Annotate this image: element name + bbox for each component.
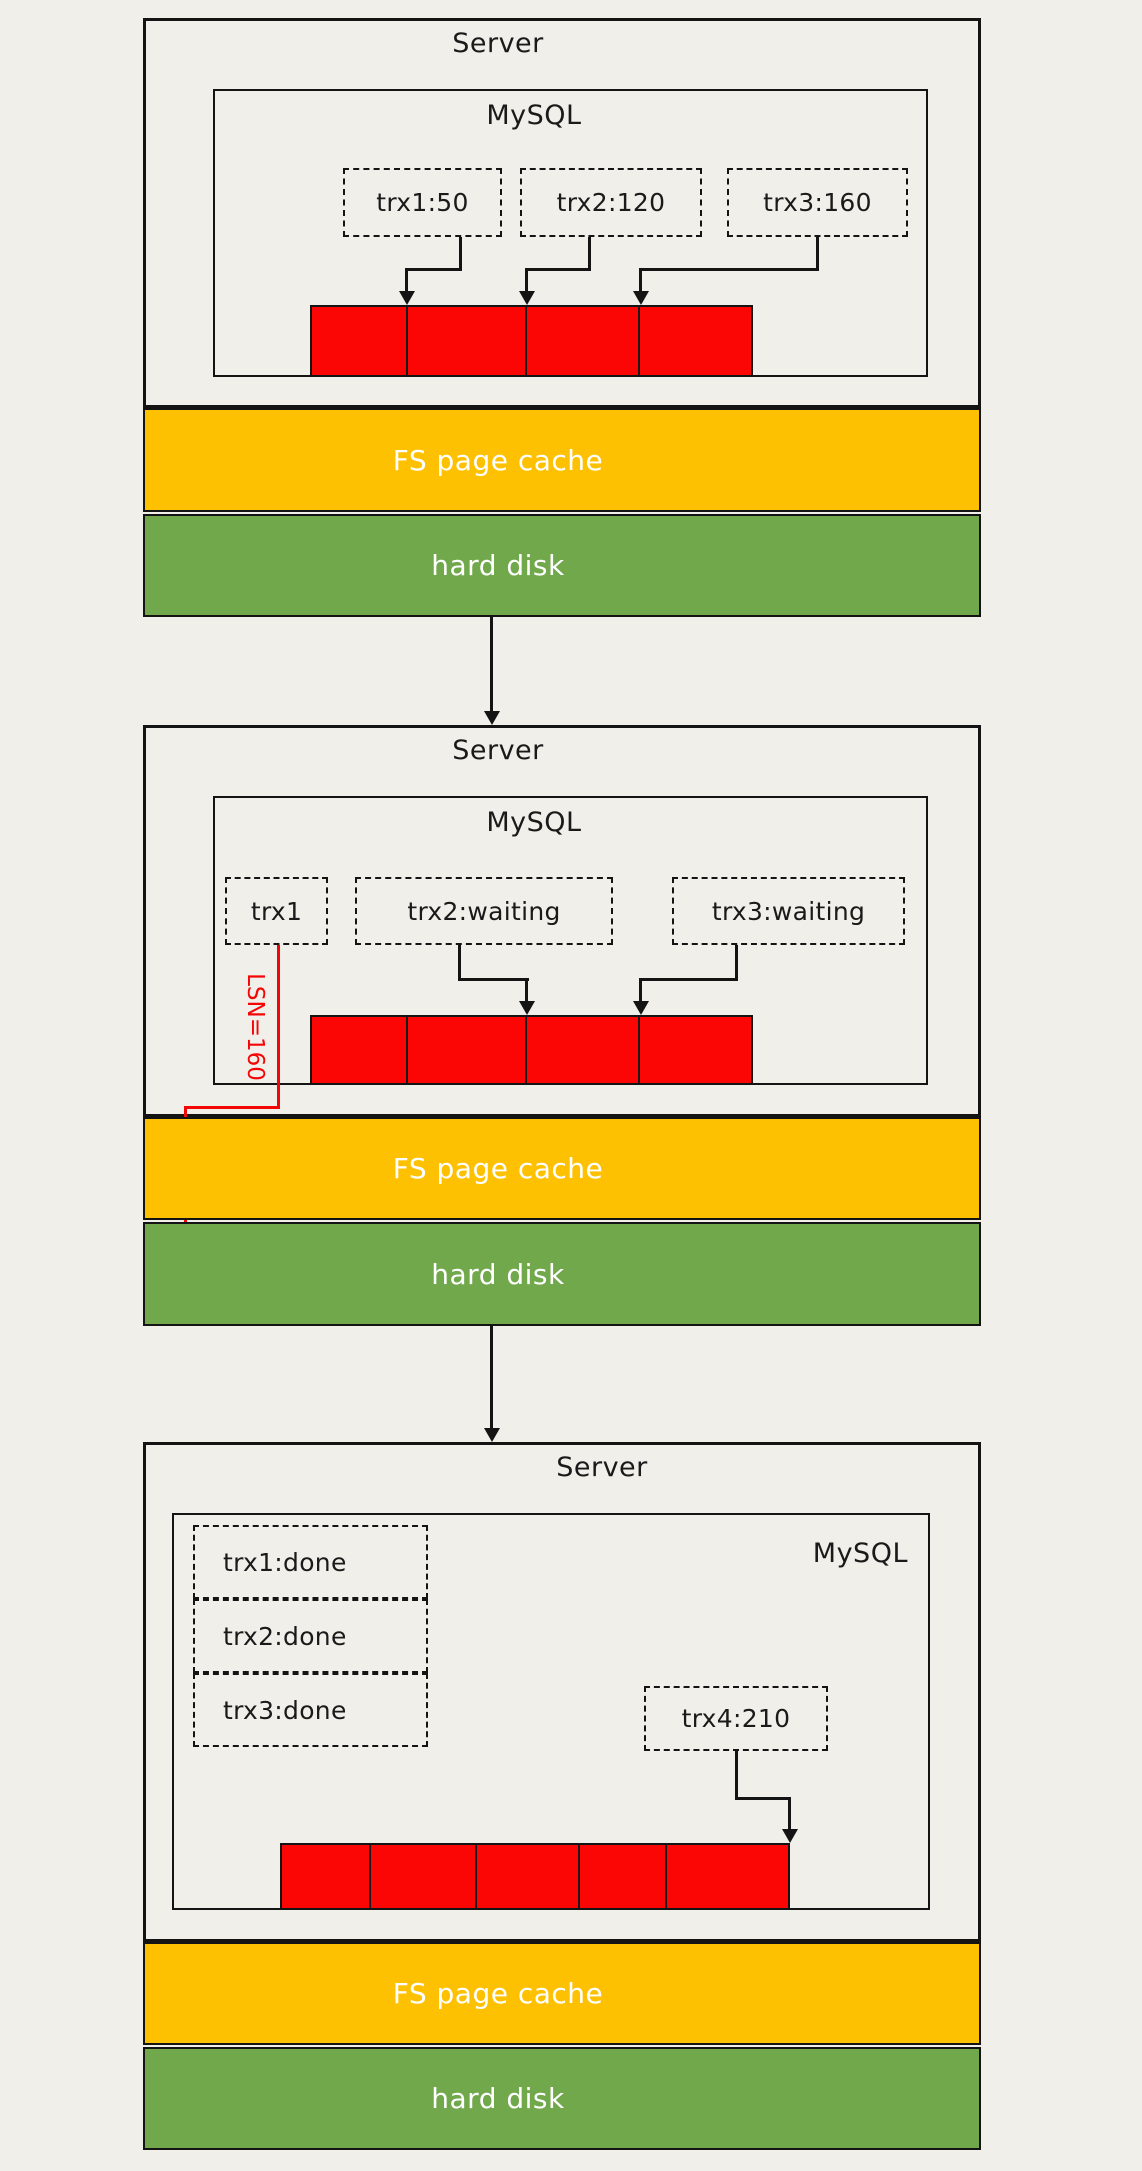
hard-disk-band: hard disk	[143, 2047, 981, 2150]
fs-page-cache-label: FS page cache	[392, 1152, 604, 1185]
log-buffer-cell	[408, 1017, 528, 1083]
log-buffer-cell	[666, 1845, 788, 1908]
stage1-to-stage2-arrowhead-icon	[484, 711, 500, 725]
server-label-text: Server	[452, 28, 544, 59]
trx4-write-arrowhead-icon	[782, 1829, 798, 1843]
lsn-label: LSN=160	[242, 973, 268, 1081]
trx4-write-arrow-segment	[735, 1797, 791, 1800]
trx2-box: trx2:waiting	[355, 877, 613, 945]
trx3-write-arrow-segment	[641, 268, 819, 271]
trx1-done-box: trx1:done	[193, 1525, 428, 1599]
trx3-write-arrow-segment	[816, 237, 819, 271]
lsn-flush-line-segment	[184, 1106, 280, 1109]
server-box	[143, 725, 981, 1117]
trx1-done-label: trx1:done	[223, 1547, 347, 1577]
trx1-write-arrowhead-icon	[399, 291, 415, 305]
trx2-write-arrowhead-icon	[519, 291, 535, 305]
trx2-label: trx2:120	[556, 188, 666, 217]
trx2-write-arrow-segment	[525, 268, 528, 293]
server-label-text: Server	[556, 1452, 648, 1483]
hard-disk-band: hard disk	[143, 514, 981, 617]
mysql-label: MySQL	[172, 1538, 930, 1569]
trx2-done-label: trx2:done	[223, 1621, 347, 1651]
trx1-label: trx1	[250, 896, 303, 926]
trx3-box: trx3:waiting	[672, 877, 905, 945]
lsn-flush-line-segment	[277, 945, 280, 1109]
fs-page-cache-band: FS page cache	[143, 1942, 981, 2045]
trx4-write-arrow-segment	[788, 1797, 791, 1830]
fs-page-cache-label: FS page cache	[392, 1977, 604, 2010]
hard-disk-band: hard disk	[143, 1222, 981, 1326]
trx3-label: trx3:waiting	[711, 896, 866, 926]
server-label: Server	[143, 1452, 981, 1483]
redo-log-buffer	[280, 1843, 790, 1910]
trx3-write-arrowhead-icon	[633, 291, 649, 305]
mysql-label-text: MySQL	[486, 807, 582, 838]
mysql-label-text: MySQL	[486, 100, 582, 131]
stage2-to-stage3-arrowhead-icon	[484, 1428, 500, 1442]
trx3-wait-arrow-segment	[639, 978, 738, 981]
log-buffer-cell	[371, 1845, 478, 1908]
log-buffer-cell	[312, 1017, 409, 1083]
trx3-write-arrow-segment	[639, 268, 642, 293]
log-buffer-cell	[282, 1845, 372, 1908]
log-buffer-cell	[579, 1845, 667, 1908]
trx1-write-arrow-segment	[459, 237, 462, 271]
trx2-label: trx2:waiting	[407, 896, 561, 926]
trx2-done-box: trx2:done	[193, 1599, 428, 1673]
log-buffer-cell	[527, 1017, 641, 1083]
trx1-box: trx1:50	[343, 168, 502, 237]
mysql-label: MySQL	[143, 100, 981, 131]
trx2-write-arrow-segment	[588, 237, 591, 271]
hard-disk-label: hard disk	[431, 1257, 565, 1291]
trx4-label: trx4:210	[681, 1704, 791, 1733]
server-box	[143, 18, 981, 408]
log-buffer-cell	[312, 307, 409, 375]
trx2-wait-arrow-segment	[525, 978, 528, 1002]
server-label-text: Server	[452, 735, 544, 766]
trx3-wait-arrow-segment	[639, 978, 642, 1002]
redo-log-buffer	[310, 305, 753, 377]
stage-2: Server MySQL trx1 trx2:waiting trx3:wait…	[143, 725, 981, 1326]
trx3-done-box: trx3:done	[193, 1673, 428, 1747]
trx4-write-arrow-segment	[735, 1751, 738, 1800]
server-label: Server	[143, 28, 981, 59]
trx1-label: trx1:50	[376, 188, 469, 217]
trx3-done-label: trx3:done	[223, 1695, 347, 1725]
stage-3: Server MySQL trx1:done trx2:done trx3:do…	[143, 1442, 981, 2150]
trx4-box: trx4:210	[644, 1686, 828, 1751]
stage-1: Server MySQL trx1:50 trx2:120 trx3:160 F…	[143, 18, 981, 617]
trx1-write-arrow-segment	[405, 268, 408, 293]
log-buffer-cell	[408, 307, 528, 375]
trx3-wait-arrow-segment	[735, 945, 738, 981]
trx1-write-arrow-segment	[407, 268, 462, 271]
fs-page-cache-band: FS page cache	[143, 408, 981, 512]
trx1-box: trx1	[225, 877, 328, 945]
trx3-box: trx3:160	[727, 168, 908, 237]
trx3-wait-arrowhead-icon	[633, 1001, 649, 1015]
hard-disk-label: hard disk	[431, 549, 565, 582]
redo-log-buffer	[310, 1015, 753, 1085]
log-buffer-cell	[640, 307, 751, 375]
trx2-wait-arrow-segment	[458, 978, 529, 981]
stage2-to-stage3-arrow-segment	[490, 1326, 493, 1428]
fs-page-cache-label: FS page cache	[392, 443, 604, 477]
stage1-to-stage2-arrow-segment	[490, 617, 493, 713]
mysql-label: MySQL	[143, 807, 981, 838]
server-box	[143, 1442, 981, 1942]
server-label: Server	[143, 735, 981, 766]
log-buffer-cell	[527, 307, 641, 375]
log-buffer-cell	[640, 1017, 751, 1083]
mysql-label-text: MySQL	[812, 1538, 908, 1569]
fs-page-cache-band: FS page cache	[143, 1117, 981, 1220]
log-buffer-cell	[477, 1845, 580, 1908]
trx2-write-arrow-segment	[527, 268, 591, 271]
trx2-wait-arrow-segment	[458, 945, 461, 981]
trx2-wait-arrowhead-icon	[519, 1001, 535, 1015]
hard-disk-label: hard disk	[431, 2082, 565, 2115]
trx2-box: trx2:120	[520, 168, 702, 237]
trx3-label: trx3:160	[763, 188, 872, 217]
